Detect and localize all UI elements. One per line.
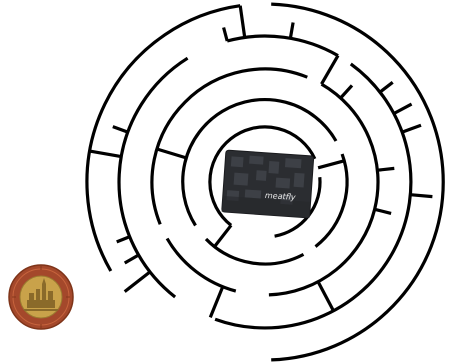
ring-1-arc-a bbox=[87, 6, 240, 271]
wallet-goal[interactable]: meatfly bbox=[222, 150, 314, 218]
spoke-upper-right-a bbox=[322, 56, 339, 85]
spoke-left-b bbox=[113, 127, 128, 133]
ring-4-arc-a bbox=[206, 239, 304, 264]
ring-3-arc-a bbox=[167, 239, 236, 292]
spoke-left-a bbox=[90, 151, 122, 157]
ring-2-arc-b bbox=[227, 36, 338, 56]
spoke-left-inner bbox=[157, 149, 187, 158]
spoke-inner-lower-left bbox=[215, 225, 232, 246]
coin-start[interactable] bbox=[9, 265, 73, 329]
spoke-right-b bbox=[402, 125, 421, 132]
spoke-lower-right bbox=[318, 282, 333, 311]
spoke-right-c bbox=[377, 168, 394, 170]
spoke-bottom-left-b bbox=[125, 255, 139, 263]
spoke-bottom-left-c bbox=[117, 237, 130, 242]
spoke-bottom-left-a bbox=[125, 272, 150, 292]
spoke-right-d bbox=[410, 195, 432, 197]
spoke-right-e bbox=[375, 209, 392, 213]
spoke-upper-right-c bbox=[380, 82, 393, 92]
spoke-top-outer bbox=[240, 6, 245, 38]
spoke-top-left bbox=[224, 28, 228, 42]
spoke-upper-right-b bbox=[341, 85, 352, 98]
coin-inner-disc bbox=[20, 276, 62, 318]
spoke-inner-right bbox=[318, 161, 344, 168]
spoke-right-a bbox=[394, 104, 412, 113]
spoke-top-stub bbox=[290, 23, 293, 39]
spoke-lower-left bbox=[210, 287, 222, 318]
